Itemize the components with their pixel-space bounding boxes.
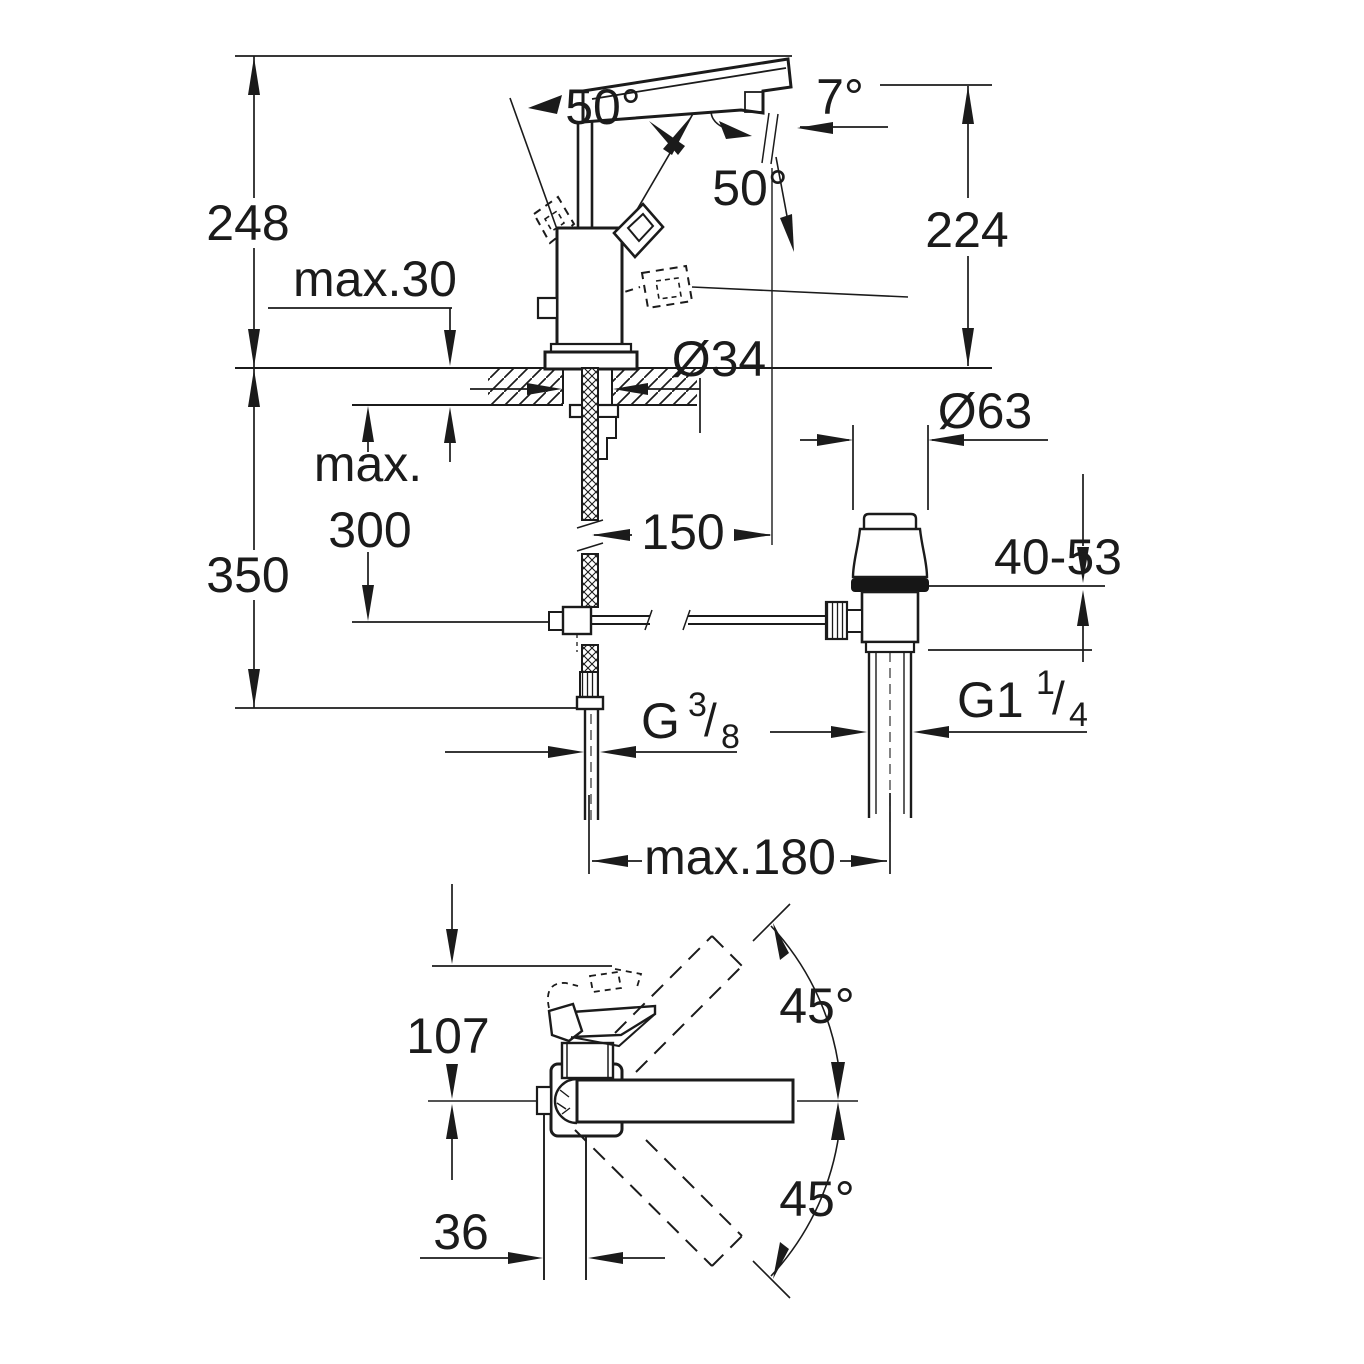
handle-plan-dashed — [547, 968, 643, 1009]
waste-plug-knob — [862, 512, 918, 529]
svg-text:G: G — [641, 693, 680, 749]
handle-open — [612, 202, 665, 259]
label-spout-swivel-angle: 50° — [712, 160, 788, 216]
svg-text:8: 8 — [721, 718, 740, 756]
waste-neck — [851, 527, 929, 579]
label-waste-thread: G1 1 / 4 — [957, 664, 1088, 734]
body-plan — [560, 1041, 615, 1080]
side-view-arrowheads — [248, 57, 1089, 867]
label-waste-flange-diameter: Ø63 — [938, 383, 1033, 439]
supply-hose — [575, 671, 605, 826]
handle-position-dashed-right — [611, 264, 694, 310]
plan-view-arrowheads — [446, 929, 623, 1264]
spout-swung-lower — [574, 1129, 743, 1267]
plan-view-dimension-lines — [420, 884, 858, 1259]
label-overall-height: 248 — [206, 195, 289, 251]
label-max-rod-value: 300 — [328, 502, 411, 558]
label-swivel-lower: 45° — [779, 1171, 855, 1227]
label-waste-clamp-range: 40-53 — [994, 529, 1122, 585]
aerator — [744, 91, 764, 113]
handle-position-dashed-left — [532, 195, 576, 245]
pop-up-rod-fitting — [548, 605, 593, 652]
spout-7-arc-arrow — [719, 121, 752, 139]
label-handle-swing-angle: 50° — [565, 79, 641, 135]
label-under-deck-height: 350 — [206, 547, 289, 603]
faucet-side-view — [532, 57, 793, 371]
label-max-rod-word: max. — [314, 436, 422, 492]
body-side-tab — [536, 296, 559, 320]
rod-clamp-knob — [824, 600, 849, 641]
label-max-deck-thickness: max.30 — [293, 251, 457, 307]
spout-plan — [575, 1078, 795, 1124]
label-mounting-hole-diameter: Ø34 — [672, 331, 767, 387]
faucet-plan-view — [535, 968, 795, 1280]
waste-body — [860, 590, 920, 644]
label-supply-thread: G 3 / 8 — [641, 686, 740, 756]
spout-swung-upper — [614, 935, 743, 1073]
label-max-reach: max.180 — [644, 829, 836, 885]
pipe-break — [576, 519, 604, 552]
label-spout-outlet-height: 224 — [925, 202, 1008, 258]
under-counter-parts — [548, 367, 826, 826]
svg-text:4: 4 — [1069, 696, 1088, 734]
svg-text:/: / — [704, 694, 717, 746]
supply-studs-plan — [543, 1114, 587, 1280]
counter-section — [235, 367, 992, 406]
label-body-depth: 107 — [406, 1008, 489, 1064]
waste-outlet-tube — [867, 652, 913, 818]
svg-text:G1: G1 — [957, 672, 1024, 728]
svg-text:/: / — [1052, 672, 1065, 724]
label-supply-offset: 36 — [433, 1204, 489, 1260]
label-spout-stream-angle: 7° — [816, 69, 864, 125]
dimension-labels: 248 max.30 50° 7° 50° 224 Ø34 Ø63 max. 3… — [206, 69, 1122, 1260]
label-swivel-upper: 45° — [779, 978, 855, 1034]
threaded-shank — [576, 367, 604, 673]
faucet-body — [555, 226, 624, 352]
lever-neck — [576, 121, 594, 228]
label-backgrounds — [202, 198, 1013, 882]
label-spout-projection: 150 — [641, 504, 724, 560]
pop-up-rod — [591, 609, 826, 631]
handle-knob-plan — [547, 1002, 584, 1043]
waste-seal-ring — [851, 578, 929, 592]
base-flange — [543, 350, 639, 371]
pop-up-waste-assembly — [824, 512, 929, 824]
handle-50-arrow — [528, 95, 562, 114]
side-tab-plan — [535, 1085, 553, 1116]
hose-nut — [575, 695, 605, 711]
svg-text:3: 3 — [688, 686, 707, 724]
svg-text:1: 1 — [1036, 664, 1055, 702]
mounting-bracket — [597, 416, 617, 460]
swivel-arc-annotations — [574, 903, 845, 1299]
spout-50-arrow — [780, 214, 794, 252]
